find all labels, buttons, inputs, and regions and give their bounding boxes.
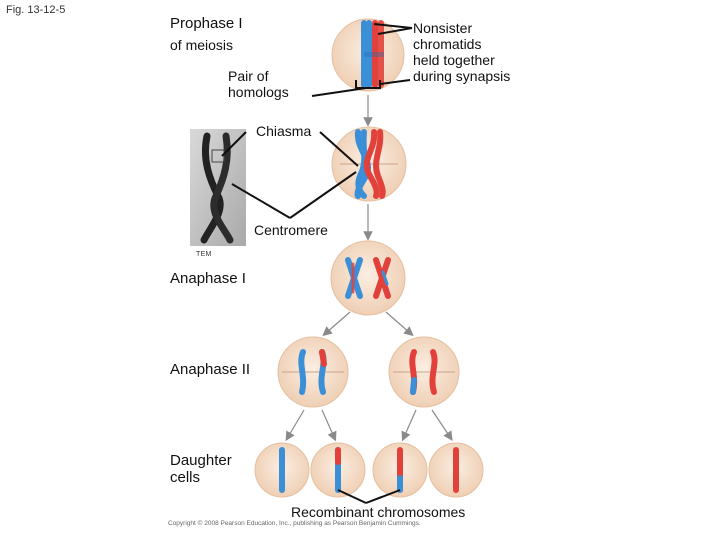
daughter-cells-label: Daughter cells <box>170 452 232 487</box>
daughter-cell-4 <box>428 442 484 498</box>
copyright-notice: Copyright © 2008 Pearson Education, Inc.… <box>168 520 421 527</box>
nonsister-chromatids-label: Nonsister chromatids held together durin… <box>413 20 511 85</box>
daughter-cell-3 <box>372 442 428 498</box>
tem-micrograph <box>190 129 246 246</box>
tem-label: TEM <box>196 251 212 258</box>
anaphase-i-label: Anaphase I <box>170 270 246 287</box>
centromere-label: Centromere <box>254 222 328 238</box>
leader-lines <box>221 23 413 504</box>
anaphase-ii-label: Anaphase II <box>170 361 251 378</box>
daughter-cell-1 <box>254 442 310 498</box>
chiasma-cell <box>331 126 407 202</box>
recombinant-chromosomes-label: Recombinant chromosomes <box>291 504 466 520</box>
anaphase-i-cell <box>330 240 406 316</box>
prophase-title: Prophase I <box>170 15 243 32</box>
anaphase-ii-right-cell <box>388 336 460 408</box>
chiasma-label: Chiasma <box>256 123 312 139</box>
prophase-subtitle: of meiosis <box>170 37 234 53</box>
daughter-cell-2 <box>310 442 366 498</box>
pair-of-homologs-label: Pair of homologs <box>228 68 289 101</box>
flow-arrows <box>285 95 453 442</box>
figure-id: Fig. 13-12-5 <box>6 4 66 16</box>
prophase-cell <box>331 18 405 92</box>
anaphase-ii-left-cell <box>277 336 349 408</box>
